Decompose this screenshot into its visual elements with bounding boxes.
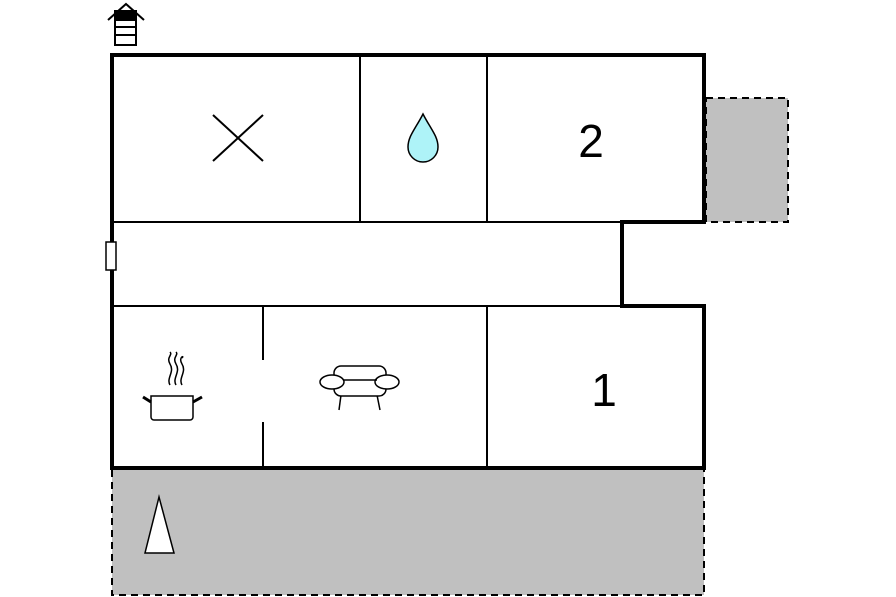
sofa-icon bbox=[319, 365, 400, 411]
front-terrace bbox=[111, 468, 705, 596]
side-door bbox=[105, 241, 117, 271]
room-number-1: 1 bbox=[591, 364, 617, 416]
interior-walls bbox=[112, 55, 622, 468]
cross-icon bbox=[212, 114, 264, 162]
side-terrace bbox=[705, 97, 789, 223]
room-number-2: 2 bbox=[578, 115, 604, 167]
water-drop-icon bbox=[407, 112, 439, 163]
house-entrance-icon bbox=[107, 2, 145, 46]
north-arrow-icon bbox=[144, 494, 175, 554]
cooking-pot-icon bbox=[142, 351, 203, 421]
